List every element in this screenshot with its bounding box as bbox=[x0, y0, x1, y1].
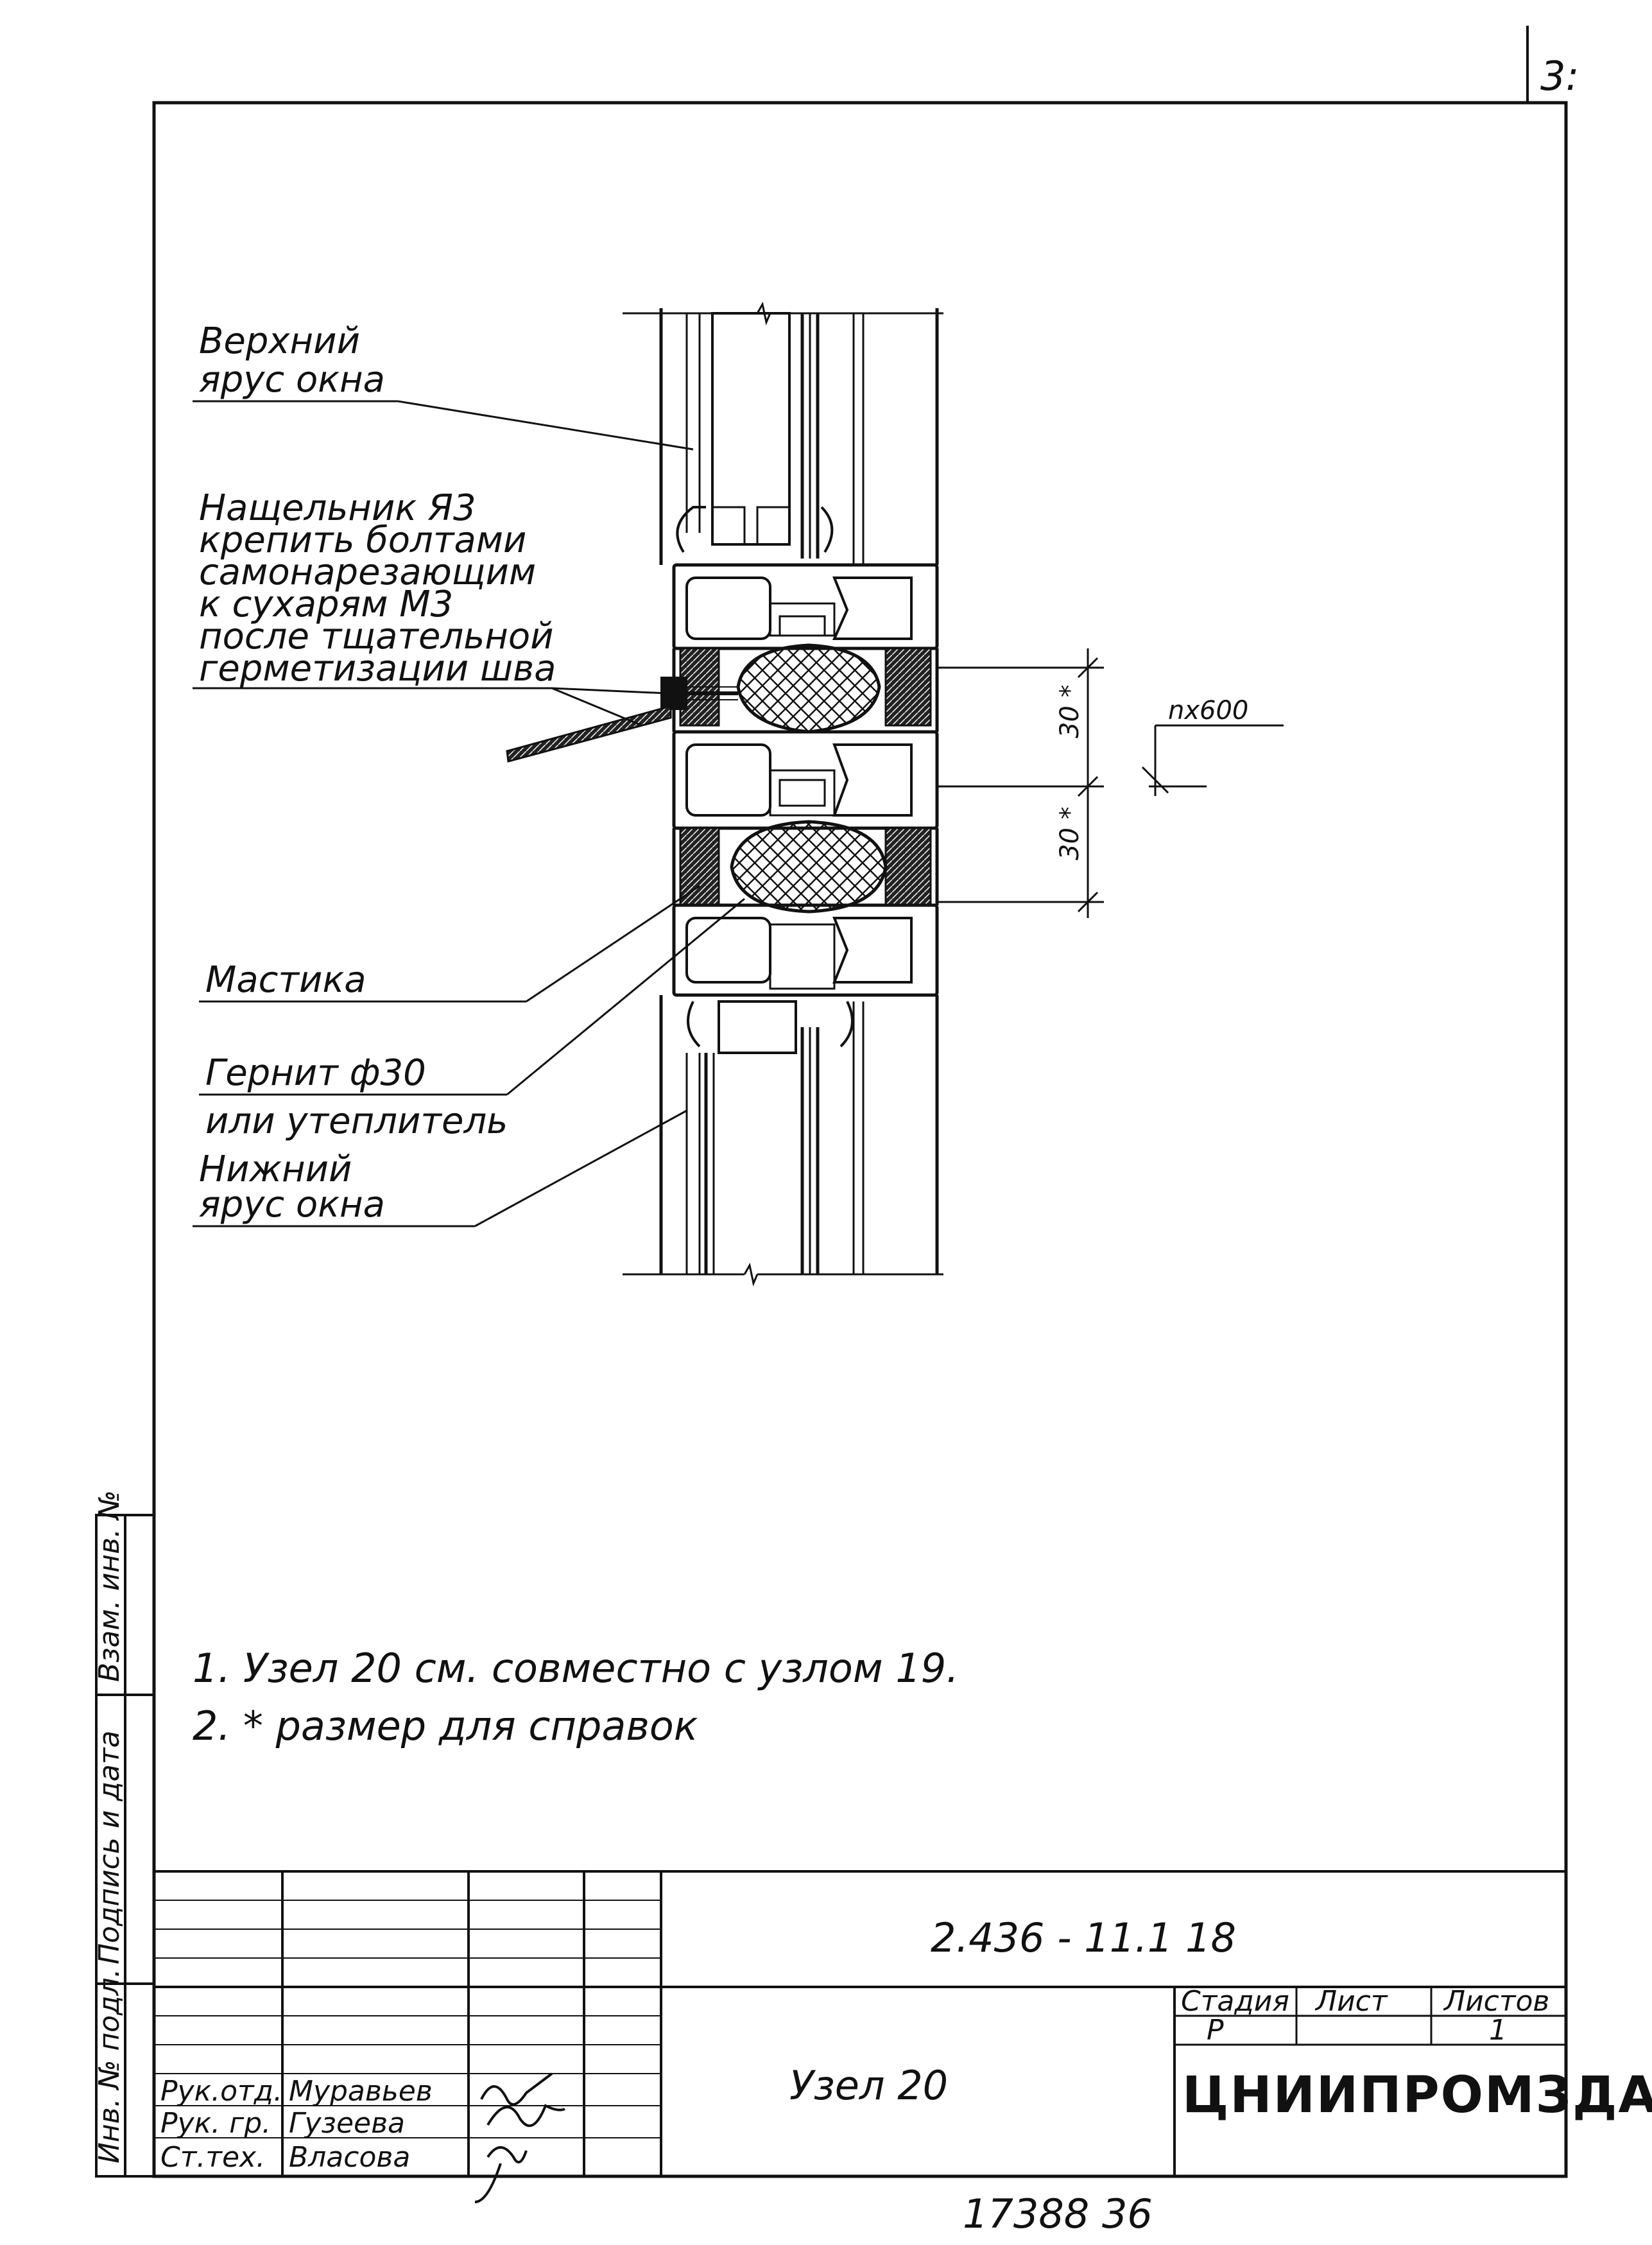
window-section-drawing bbox=[506, 301, 943, 1287]
drawing-code: 2.436 - 11.1 18 bbox=[931, 1914, 1236, 1961]
dimension-lines bbox=[937, 648, 1284, 918]
svg-text:ярус окна: ярус окна bbox=[199, 1184, 385, 1226]
gernit-alt-label: или утеплитель bbox=[205, 1100, 508, 1142]
mastic-label: Мастика bbox=[205, 959, 366, 1001]
svg-text:самонарезающим: самонарезающим bbox=[199, 551, 536, 593]
role-3: Ст.тех. bbox=[160, 2141, 265, 2174]
stage-value: Р bbox=[1207, 2014, 1224, 2047]
svg-text:после тщательной: после тщательной bbox=[199, 616, 554, 657]
page-number: 3: bbox=[1540, 53, 1579, 100]
side-stamp-sign-date: Подпись и дата bbox=[93, 1731, 126, 1964]
lower-tier-label: Нижний ярус окна bbox=[199, 1149, 385, 1226]
name-3: Власова bbox=[289, 2141, 410, 2174]
svg-text:герметизации шва: герметизации шва bbox=[199, 648, 556, 689]
batten-leader-2 bbox=[551, 687, 642, 727]
drawing-frame bbox=[152, 101, 1568, 2178]
mastic-leader bbox=[526, 885, 700, 1003]
svg-text:Верхний: Верхний bbox=[199, 320, 360, 362]
note-2: 2. * размер для справок bbox=[193, 1703, 698, 1749]
batten-leader-1 bbox=[551, 687, 668, 695]
svg-text:Нижний: Нижний bbox=[199, 1149, 352, 1190]
gernit-leader bbox=[506, 897, 745, 1096]
organization-name: ЦНИИПРОМЗДАНИЙ bbox=[1182, 2065, 1652, 2124]
svg-text:ярус окна: ярус окна bbox=[199, 359, 385, 401]
batten-label: Нащельник Я3 крепить болтами самонарезаю… bbox=[199, 487, 556, 689]
svg-text:крепить болтами: крепить болтами bbox=[199, 519, 526, 561]
sheet-header: Лист bbox=[1314, 1985, 1388, 2018]
role-1: Рук.отд. bbox=[160, 2075, 282, 2108]
svg-text:Нащельник Я3: Нащельник Я3 bbox=[199, 487, 476, 529]
side-stamp-inv-orig: Инв. № подл. bbox=[93, 1968, 126, 2163]
upper-tier-leader bbox=[397, 400, 694, 451]
sheets-value: 1 bbox=[1489, 2014, 1507, 2047]
title-block-grid bbox=[154, 1870, 1566, 2176]
upper-tier-label: Верхний ярус окна bbox=[199, 320, 385, 401]
stage-header: Стадия bbox=[1181, 1985, 1289, 2018]
sheets-header: Листов bbox=[1443, 1985, 1549, 2018]
dimension-spacing: nx600 bbox=[1168, 696, 1248, 725]
name-2: Гузеева bbox=[289, 2107, 405, 2140]
gernit-label: Гернит ф30 bbox=[205, 1052, 426, 1094]
name-1: Муравьев bbox=[289, 2075, 433, 2108]
svg-text:к сухарям М3: к сухарям М3 bbox=[199, 584, 453, 625]
footer-number: 17388 36 bbox=[963, 2190, 1153, 2237]
side-stamp bbox=[95, 1514, 155, 2178]
side-stamp-replace-inv: Взам. инв. № bbox=[93, 1490, 126, 1682]
note-1: 1. Узел 20 см. совместно с узлом 19. bbox=[193, 1645, 959, 1692]
drawing-title: Узел 20 bbox=[789, 2062, 948, 2109]
role-2: Рук. гр. bbox=[160, 2107, 271, 2140]
dimension-lower: 30 * bbox=[1055, 806, 1085, 860]
signatures bbox=[474, 2072, 565, 2203]
dimension-upper: 30 * bbox=[1055, 684, 1085, 738]
lower-tier-leader bbox=[474, 1109, 687, 1227]
